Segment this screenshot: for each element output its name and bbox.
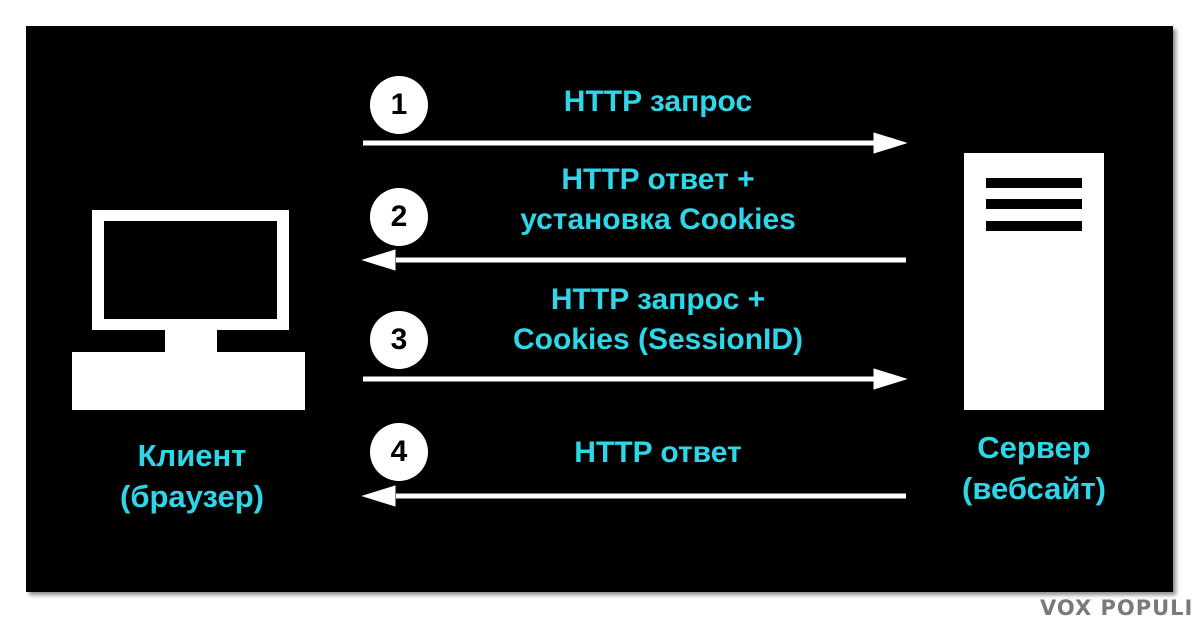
arrow-step-4-to-client xyxy=(361,485,906,507)
server-slot-3 xyxy=(986,221,1082,231)
arrow-step-3-to-server xyxy=(363,368,908,390)
step-number-1: 1 xyxy=(370,76,428,134)
server-label-line1: Сервер xyxy=(977,430,1091,465)
watermark-logo: VOX POPULI xyxy=(1040,596,1194,620)
arrows-layer xyxy=(361,132,908,507)
client-label-line2: (браузер) xyxy=(120,479,264,514)
arrow-step-1-to-server xyxy=(363,132,908,154)
step-label-1: HTTP запрос xyxy=(563,85,753,118)
diagram-panel: Клиент (браузер) Сервер (вебсайт) xyxy=(26,26,1173,592)
monitor-stand xyxy=(165,330,217,352)
step-number-4: 4 xyxy=(370,423,428,481)
step-label-2: HTTP ответ + установка Cookies xyxy=(520,163,796,236)
arrow-step-2-to-client xyxy=(361,249,906,271)
server-label-line2: (вебсайт) xyxy=(962,471,1106,506)
server-slot-1 xyxy=(986,178,1082,188)
server-body xyxy=(964,153,1104,410)
step-label-3: HTTP запрос + Cookies (SessionID) xyxy=(512,283,804,356)
computer-base xyxy=(72,352,305,410)
monitor-screen xyxy=(104,221,277,319)
server-slot-2 xyxy=(986,199,1082,209)
step-label-4: HTTP ответ xyxy=(574,436,742,469)
step-number-3: 3 xyxy=(370,311,428,369)
client-label-line1: Клиент xyxy=(137,438,247,473)
step-number-2: 2 xyxy=(370,188,428,246)
